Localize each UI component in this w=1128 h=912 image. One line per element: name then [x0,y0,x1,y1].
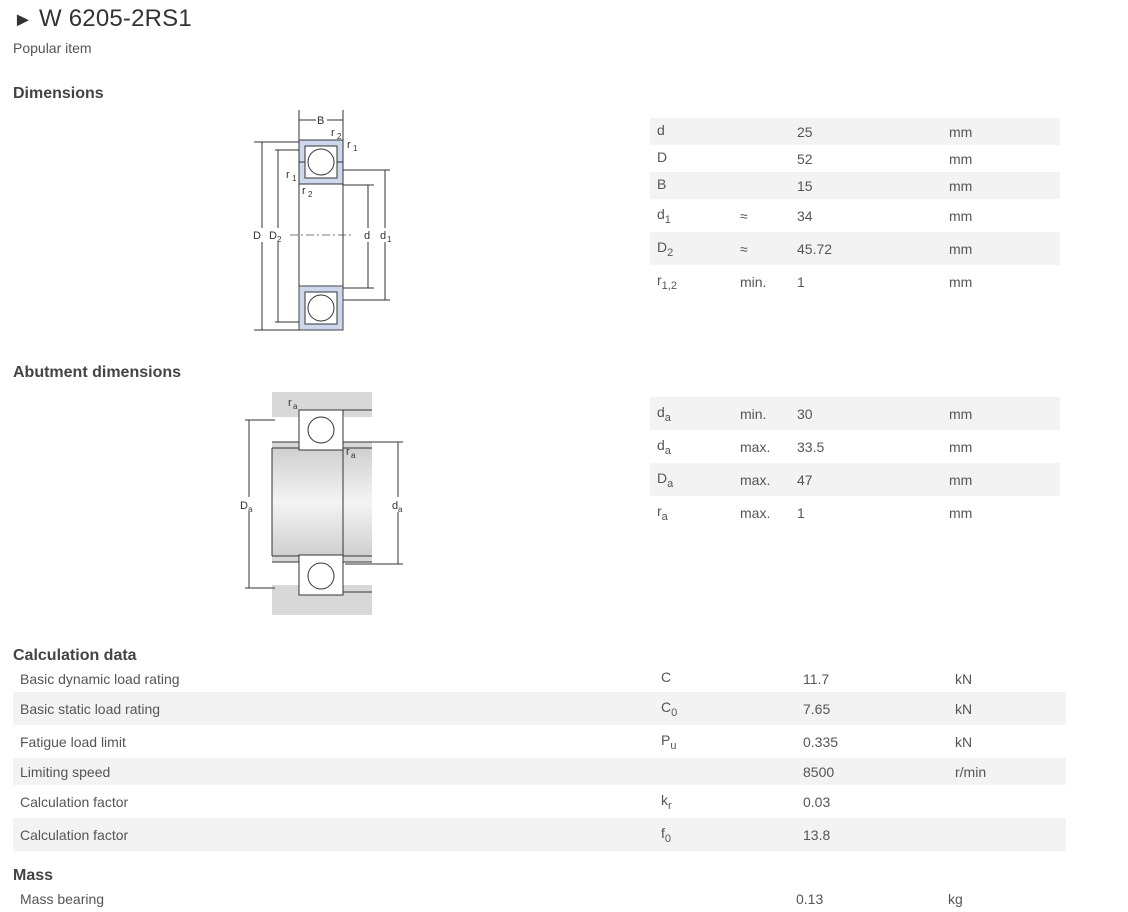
table-row: d 25 mm [650,118,1060,145]
label-r2-inner: r [302,185,306,197]
table-row: da min. 30 mm [650,397,1060,430]
abutment-table: da min. 30 mm da max. 33.5 mm Da max. 47… [650,397,1060,529]
table-row: Limiting speed 8500 r/min [13,758,1066,785]
table-row: r1,2 min. 1 mm [657,271,973,292]
label-da-sub: a [398,505,403,514]
label-r1-left-sub: 1 [292,174,297,183]
label-ra-top-sub: a [293,402,298,411]
label-Da-sub: a [248,505,253,514]
mass-table: Mass bearing 0.13 kg [13,887,1066,911]
table-row: da max. 33.5 mm [657,436,973,457]
label-r2-inner-sub: 2 [308,190,313,199]
label-ra-right-sub: a [351,451,356,460]
table-row: Basic dynamic load rating C 11.7 kN [20,668,973,687]
bearing-dimensions-drawing: B r 2 r 1 r 1 r 2 D D 2 d d 1 [253,110,392,331]
table-row: Calculation factor kr 0.03 [20,791,831,812]
label-d: d [364,230,370,242]
abutment-heading: Abutment dimensions [13,364,182,381]
label-D2-sub: 2 [277,235,282,244]
table-row: ra max. 1 mm [657,502,973,523]
label-Da: D [240,500,248,512]
calculation-heading: Calculation data [13,647,137,664]
label-ra-top: r [288,397,292,409]
mass-heading: Mass [13,867,54,884]
dimensions-heading: Dimensions [13,85,104,102]
label-ra-right: r [346,446,350,458]
label-d1: d [380,230,386,242]
table-row: Calculation factor f0 13.8 [13,818,1066,851]
label-r2-top-sub: 2 [337,132,342,141]
label-D2: D [269,230,277,242]
label-r1-right: r [347,139,351,151]
table-row: Fatigue load limit Pu 0.335 kN [20,731,973,752]
table-row: B 15 mm [650,172,1060,199]
table-row: D 52 mm [657,148,973,167]
page-title: ► W 6205-2RS1 [13,5,192,33]
triangle-right-icon: ► [13,9,33,31]
label-r2-top: r [331,127,335,139]
table-row: Da max. 47 mm [650,463,1060,496]
abutment-drawing: r a r a D a d a [240,392,403,615]
table-row: Basic static load rating C0 7.65 kN [13,692,1066,725]
label-d1-sub: 1 [387,235,392,244]
label-B: B [317,115,324,127]
table-row: Mass bearing 0.13 kg [20,891,963,907]
table-row: d1 ≈ 34 mm [657,205,973,226]
label-r1-left: r [286,169,290,181]
product-designation: W 6205-2RS1 [39,5,192,32]
label-D: D [253,230,261,242]
calculation-table: Basic dynamic load rating C 11.7 kN Basi… [13,665,1066,851]
label-da: d [392,500,398,512]
label-r1-right-sub: 1 [353,144,358,153]
popular-item-label: Popular item [13,40,92,56]
table-row: D2 ≈ 45.72 mm [650,232,1060,265]
dimensions-table: d 25 mm D 52 mm B 15 mm d1 ≈ 34 mm D2 ≈ … [650,118,1060,298]
